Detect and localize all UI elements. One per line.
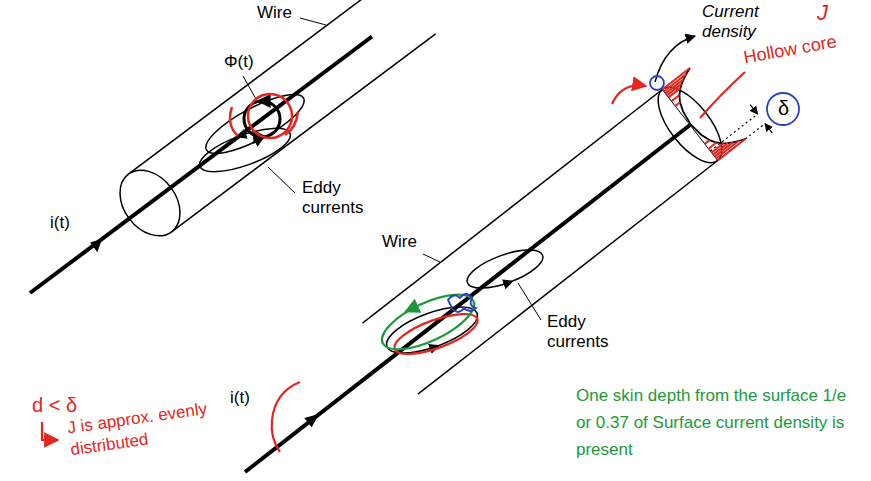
- skin-depth-arrow: [765, 124, 772, 134]
- wire-outline: [128, 0, 392, 174]
- wire-outline: [172, 34, 436, 232]
- current-density-symbol: J: [815, 0, 830, 25]
- blue-markup: [448, 76, 799, 312]
- skin-depth-arrow: [750, 105, 757, 115]
- blue-circle: [767, 93, 799, 125]
- green-markup: [375, 284, 482, 361]
- red-stroke: [230, 107, 238, 136]
- green-loop: [375, 284, 482, 361]
- red-pointer: [700, 72, 745, 118]
- blue-circle: [650, 76, 664, 90]
- red-hatching: [705, 139, 746, 161]
- leader-line: [423, 254, 440, 262]
- flux-arrow: [258, 100, 266, 102]
- skin-depth-symbol: δ: [776, 97, 791, 120]
- red-hook-arrow: [42, 422, 58, 440]
- eddy-current-label: Eddy currents: [545, 312, 621, 352]
- current-arrowhead: [90, 239, 102, 252]
- red-hatching: [662, 68, 690, 106]
- left-wire: [30, 0, 436, 293]
- eddy-current-loop: [199, 84, 311, 164]
- eddy-current-loop: [381, 298, 483, 363]
- blue-scribble: [448, 294, 476, 312]
- leader-line: [518, 283, 541, 320]
- red-stroke: [272, 382, 300, 452]
- eddy-current-loop: [381, 298, 483, 363]
- eddy-current-loop: [463, 242, 548, 296]
- current-arrowhead: [304, 414, 319, 427]
- eddy-current-loop: [195, 119, 295, 180]
- leader-line: [268, 167, 295, 193]
- current-density-arrow: [655, 36, 695, 82]
- red-stroke: [285, 112, 298, 135]
- axis-label: Current density: [700, 2, 770, 42]
- leader-line: [300, 18, 326, 25]
- current-label: i(t): [228, 388, 252, 408]
- wire-label: Wire: [255, 3, 294, 23]
- wire-outline: [418, 161, 718, 395]
- green-markup: [375, 284, 482, 361]
- wire-label: Wire: [380, 232, 419, 252]
- eddy-current-label: Eddy currents: [300, 178, 376, 218]
- red-circle: [248, 94, 292, 138]
- condition-note: d < δ: [30, 394, 79, 417]
- leader-line: [243, 76, 256, 99]
- eddy-current-loop: [463, 242, 548, 296]
- current-conductor: [30, 37, 372, 294]
- eddy-current-loop: [505, 281, 513, 284]
- skin-depth-note: One skin depth from the surface 1/e or 0…: [574, 382, 866, 463]
- red-arrow: [612, 85, 646, 104]
- green-arrow: [405, 308, 412, 311]
- red-hatching: [662, 68, 745, 161]
- red-markup: [230, 94, 298, 138]
- flux-label: Φ(t): [222, 52, 256, 72]
- wire-outline: [363, 90, 663, 324]
- eddy-current-loop: [195, 119, 295, 180]
- eddy-current-loop: [199, 84, 311, 164]
- distribution-note: J is approx. evenly distributed: [64, 397, 223, 462]
- current-label: i(t): [48, 213, 72, 233]
